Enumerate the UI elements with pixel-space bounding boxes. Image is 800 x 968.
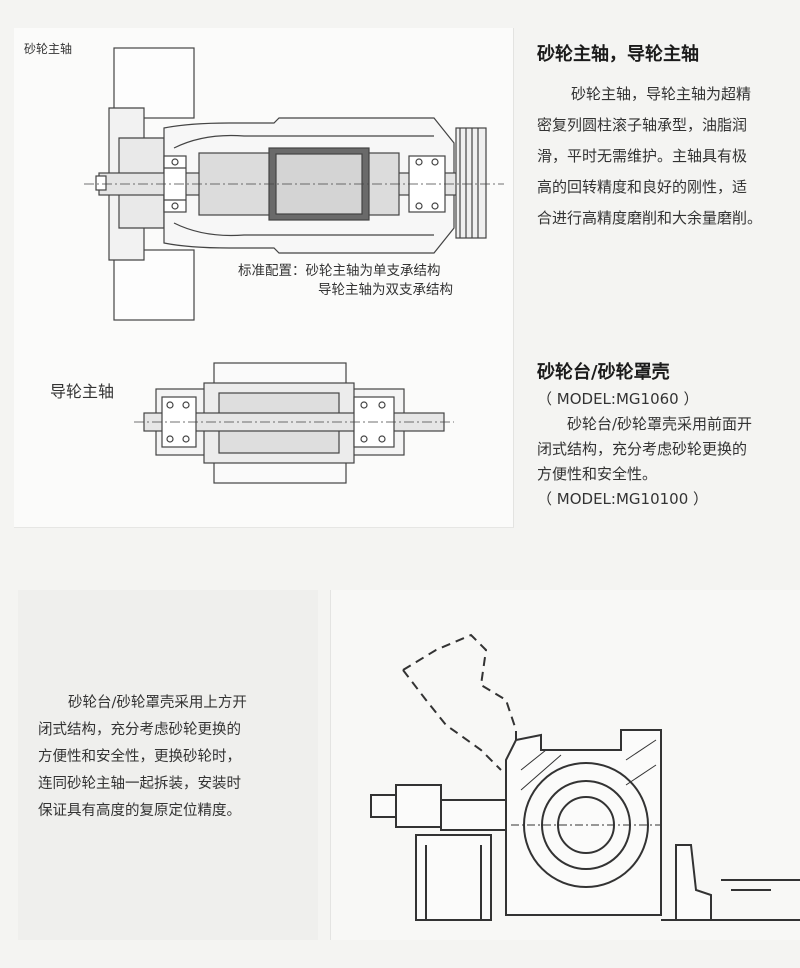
body-line: 闭式结构，充分考虑砂轮更换的 bbox=[38, 722, 241, 738]
wheel-cover-drawing-panel bbox=[330, 590, 800, 940]
body-line: 闭式结构，充分考虑砂轮更换的 bbox=[537, 440, 748, 458]
spindle-section-body: 砂轮主轴，导轮主轴为超精 密复列圆柱滚子轴承型，油脂润 滑，平时无需维护。主轴具… bbox=[537, 79, 762, 234]
wheel-head-section-body: （ MODEL:MG1060 ） 砂轮台/砂轮罩壳采用前面开 闭式结构，充分考虑… bbox=[537, 387, 752, 512]
caption-line-1: 标准配置：砂轮主轴为单支承结构 bbox=[238, 263, 441, 279]
grinding-spindle-label: 砂轮主轴 bbox=[24, 42, 73, 56]
body-line: 砂轮主轴，导轮主轴为超精 bbox=[571, 85, 752, 103]
body-line: 保证具有高度的复原定位精度。 bbox=[38, 803, 241, 819]
body-line: 方便性和安全性，更换砂轮时， bbox=[38, 749, 241, 765]
body-line: 方便性和安全性。 bbox=[537, 465, 658, 483]
wheel-head-section-title: 砂轮台/砂轮罩壳 bbox=[537, 362, 670, 383]
top-open-cover-text-panel: 砂轮台/砂轮罩壳采用上方开 闭式结构，充分考虑砂轮更换的 方便性和安全性，更换砂… bbox=[18, 590, 318, 940]
body-line: 合进行高精度磨削和大余量磨削。 bbox=[537, 209, 763, 227]
body-line: 密复列圆柱滚子轴承型，油脂润 bbox=[537, 116, 748, 134]
top-open-cover-body: 砂轮台/砂轮罩壳采用上方开 闭式结构，充分考虑砂轮更换的 方便性和安全性，更换砂… bbox=[38, 690, 247, 825]
caption-line-2: 导轮主轴为双支承结构 bbox=[318, 282, 453, 298]
spindle-section-title: 砂轮主轴，导轮主轴 bbox=[537, 44, 699, 65]
wheel-cover-drawing bbox=[370, 633, 800, 921]
body-line: 连同砂轮主轴一起拆装，安装时 bbox=[38, 776, 241, 792]
body-line: 砂轮台/砂轮罩壳采用前面开 bbox=[567, 415, 753, 433]
body-line: 滑，平时无需维护。主轴具有极 bbox=[537, 147, 748, 165]
grinding-spindle-drawing bbox=[84, 47, 504, 321]
spindle-drawing-panel: 砂轮主轴 bbox=[14, 28, 514, 528]
body-line: 砂轮台/砂轮罩壳采用上方开 bbox=[68, 695, 247, 711]
guide-spindle-drawing bbox=[134, 362, 454, 484]
body-line: 高的回转精度和良好的刚性，适 bbox=[537, 178, 748, 196]
spindle-config-caption: 标准配置：砂轮主轴为单支承结构 导轮主轴为双支承结构 bbox=[238, 262, 453, 300]
model-label: （ MODEL:MG1060 ） bbox=[537, 390, 699, 408]
model-label: （ MODEL:MG10100 ） bbox=[537, 490, 709, 508]
guide-spindle-label: 导轮主轴 bbox=[50, 382, 115, 401]
